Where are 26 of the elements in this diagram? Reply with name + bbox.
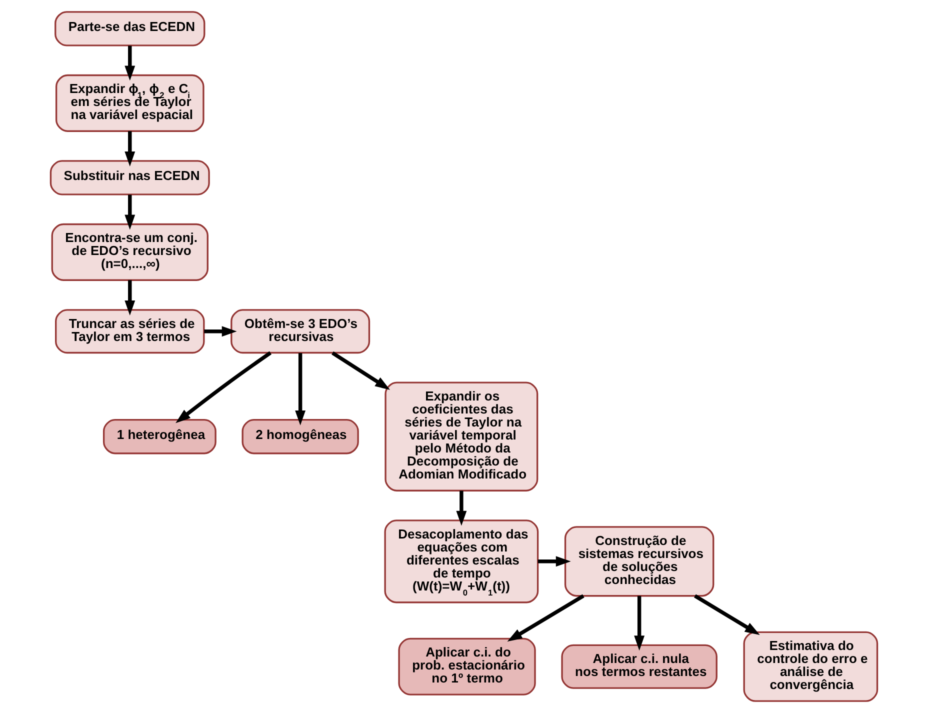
- node-box: Obtêm-se 3 EDO’s recursivas: [230, 309, 370, 354]
- arrow: [331, 351, 390, 390]
- arrow: [294, 352, 306, 426]
- node-box: Truncar as séries de Taylor em 3 termos: [54, 309, 204, 354]
- arrow: [456, 490, 466, 526]
- arrow: [124, 280, 135, 316]
- node-box: Aplicar c.i. do prob. estacionário no 1º termo: [398, 638, 536, 696]
- arrow: [124, 194, 135, 230]
- node-box: 2 homogêneas: [241, 419, 358, 454]
- node-box: Encontra-se um conj. de EDO’s recursivo (n=0,...,∞): [50, 223, 208, 281]
- arrow: [634, 596, 644, 651]
- arrow: [175, 351, 272, 424]
- node-box: Aplicar c.i. nula nos termos restantes: [560, 644, 717, 689]
- arrow: [124, 131, 135, 166]
- arrow: [506, 594, 584, 642]
- node-box: Parte-se das ECEDN: [54, 11, 205, 46]
- node-box: Substituir nas ECEDN: [49, 160, 210, 196]
- arrow: [694, 594, 760, 636]
- arrow: [537, 556, 570, 567]
- arrow: [124, 46, 135, 81]
- node-box: Expandir os coeficientes das séries de Taylor na variável temporal pelo Método da Decomposição de Adomian Modificado: [384, 382, 538, 492]
- node-box: Construção de sistemas recursivos de soluções conhecidas: [564, 526, 714, 597]
- node-box: 1 heterogênea: [102, 419, 216, 454]
- node-box: Desacoplamento das equações com diferentes escalas de tempo (W(t)=W$_{0}$+W$_{1}$(t)): [384, 520, 538, 604]
- node-box: Estimativa do controle do erro e análise de convergência: [742, 631, 878, 702]
- arrow: [204, 326, 236, 337]
